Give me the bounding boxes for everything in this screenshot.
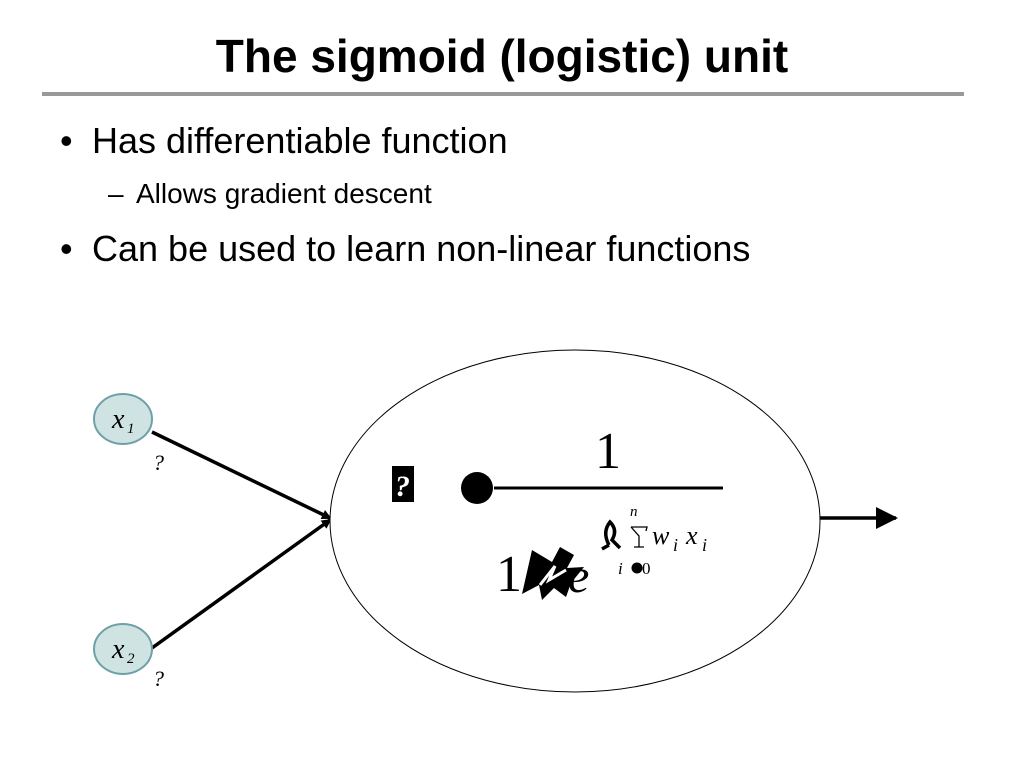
sum-index: i: [618, 559, 623, 578]
bullet-text: Has differentiable function: [92, 120, 508, 161]
slide-title: The sigmoid (logistic) unit: [215, 30, 789, 82]
sum-lower-limit: 0: [642, 559, 651, 578]
weight-symbol: ?: [153, 666, 164, 691]
summation-symbol: [630, 526, 648, 548]
weight-var: w: [652, 521, 670, 550]
sigmoid-formula: ? 1 1 e n w i x i i 0: [392, 423, 723, 603]
weight-subscript: i: [673, 535, 678, 555]
output-symbol: ?: [395, 470, 410, 503]
edge-x2-to-unit: [150, 518, 332, 650]
exp-base: e: [568, 550, 589, 603]
output-symbol-box: [392, 466, 414, 502]
minus-glyph: [601, 519, 622, 551]
numerator: 1: [595, 423, 621, 480]
bullet-dot: •: [60, 120, 73, 161]
bullet-dot: •: [60, 228, 73, 269]
input-subscript-formula: i: [702, 535, 707, 555]
sum-upper-limit: n: [630, 504, 638, 520]
sub-bullet-text: Allows gradient descent: [136, 178, 432, 209]
input-node-x1: x 1: [93, 393, 153, 445]
plus-glyph-slash: [538, 565, 567, 586]
weight-symbol: ?: [153, 450, 164, 475]
sub-bullet-dash: –: [108, 178, 124, 209]
input-node-x2: x 2: [93, 623, 153, 675]
bullet-text: Can be used to learn non-linear function…: [92, 228, 751, 269]
input-node-circle: [93, 393, 153, 445]
equals-glyph-small: [631, 562, 643, 574]
input-node-circle: [93, 623, 153, 675]
input-var: x: [111, 634, 125, 665]
input-var: x: [111, 404, 125, 435]
input-subscript: 2: [127, 651, 135, 667]
equals-symbol: [461, 472, 493, 504]
title-divider: [42, 92, 964, 96]
sigmoid-unit-node: [329, 349, 821, 693]
denominator-one: 1: [496, 546, 522, 603]
input-subscript: 1: [127, 421, 135, 437]
input-var-formula: x: [685, 521, 698, 550]
plus-symbol: [522, 547, 584, 600]
edge-x1-to-unit: [151, 430, 332, 520]
